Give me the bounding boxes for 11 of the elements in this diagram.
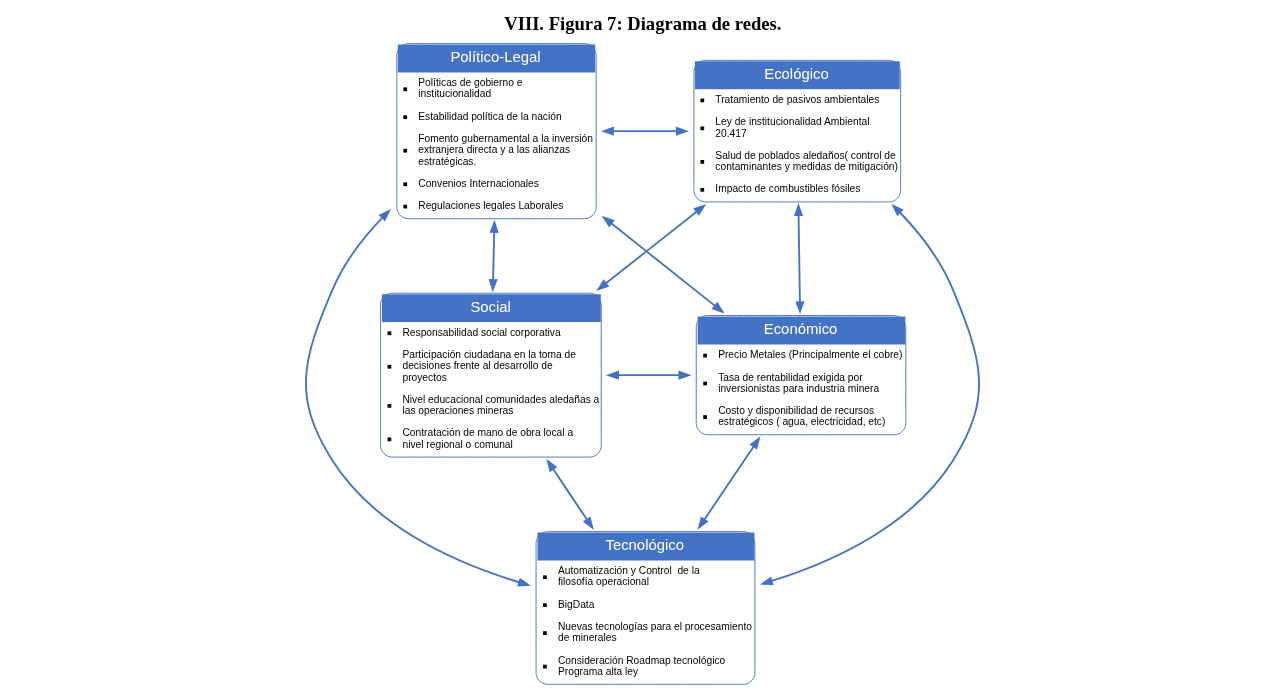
arrow	[546, 458, 594, 530]
arrow	[488, 219, 499, 293]
arrow	[305, 208, 531, 587]
arrow	[600, 126, 689, 136]
arrow	[759, 203, 980, 586]
arrow	[605, 370, 692, 380]
diagram-title: VIII. Figura 7: Diagrama de redes.	[504, 12, 782, 34]
arrow	[794, 202, 805, 315]
arrow	[697, 436, 761, 530]
arrow	[601, 215, 725, 314]
arrow	[596, 203, 707, 291]
